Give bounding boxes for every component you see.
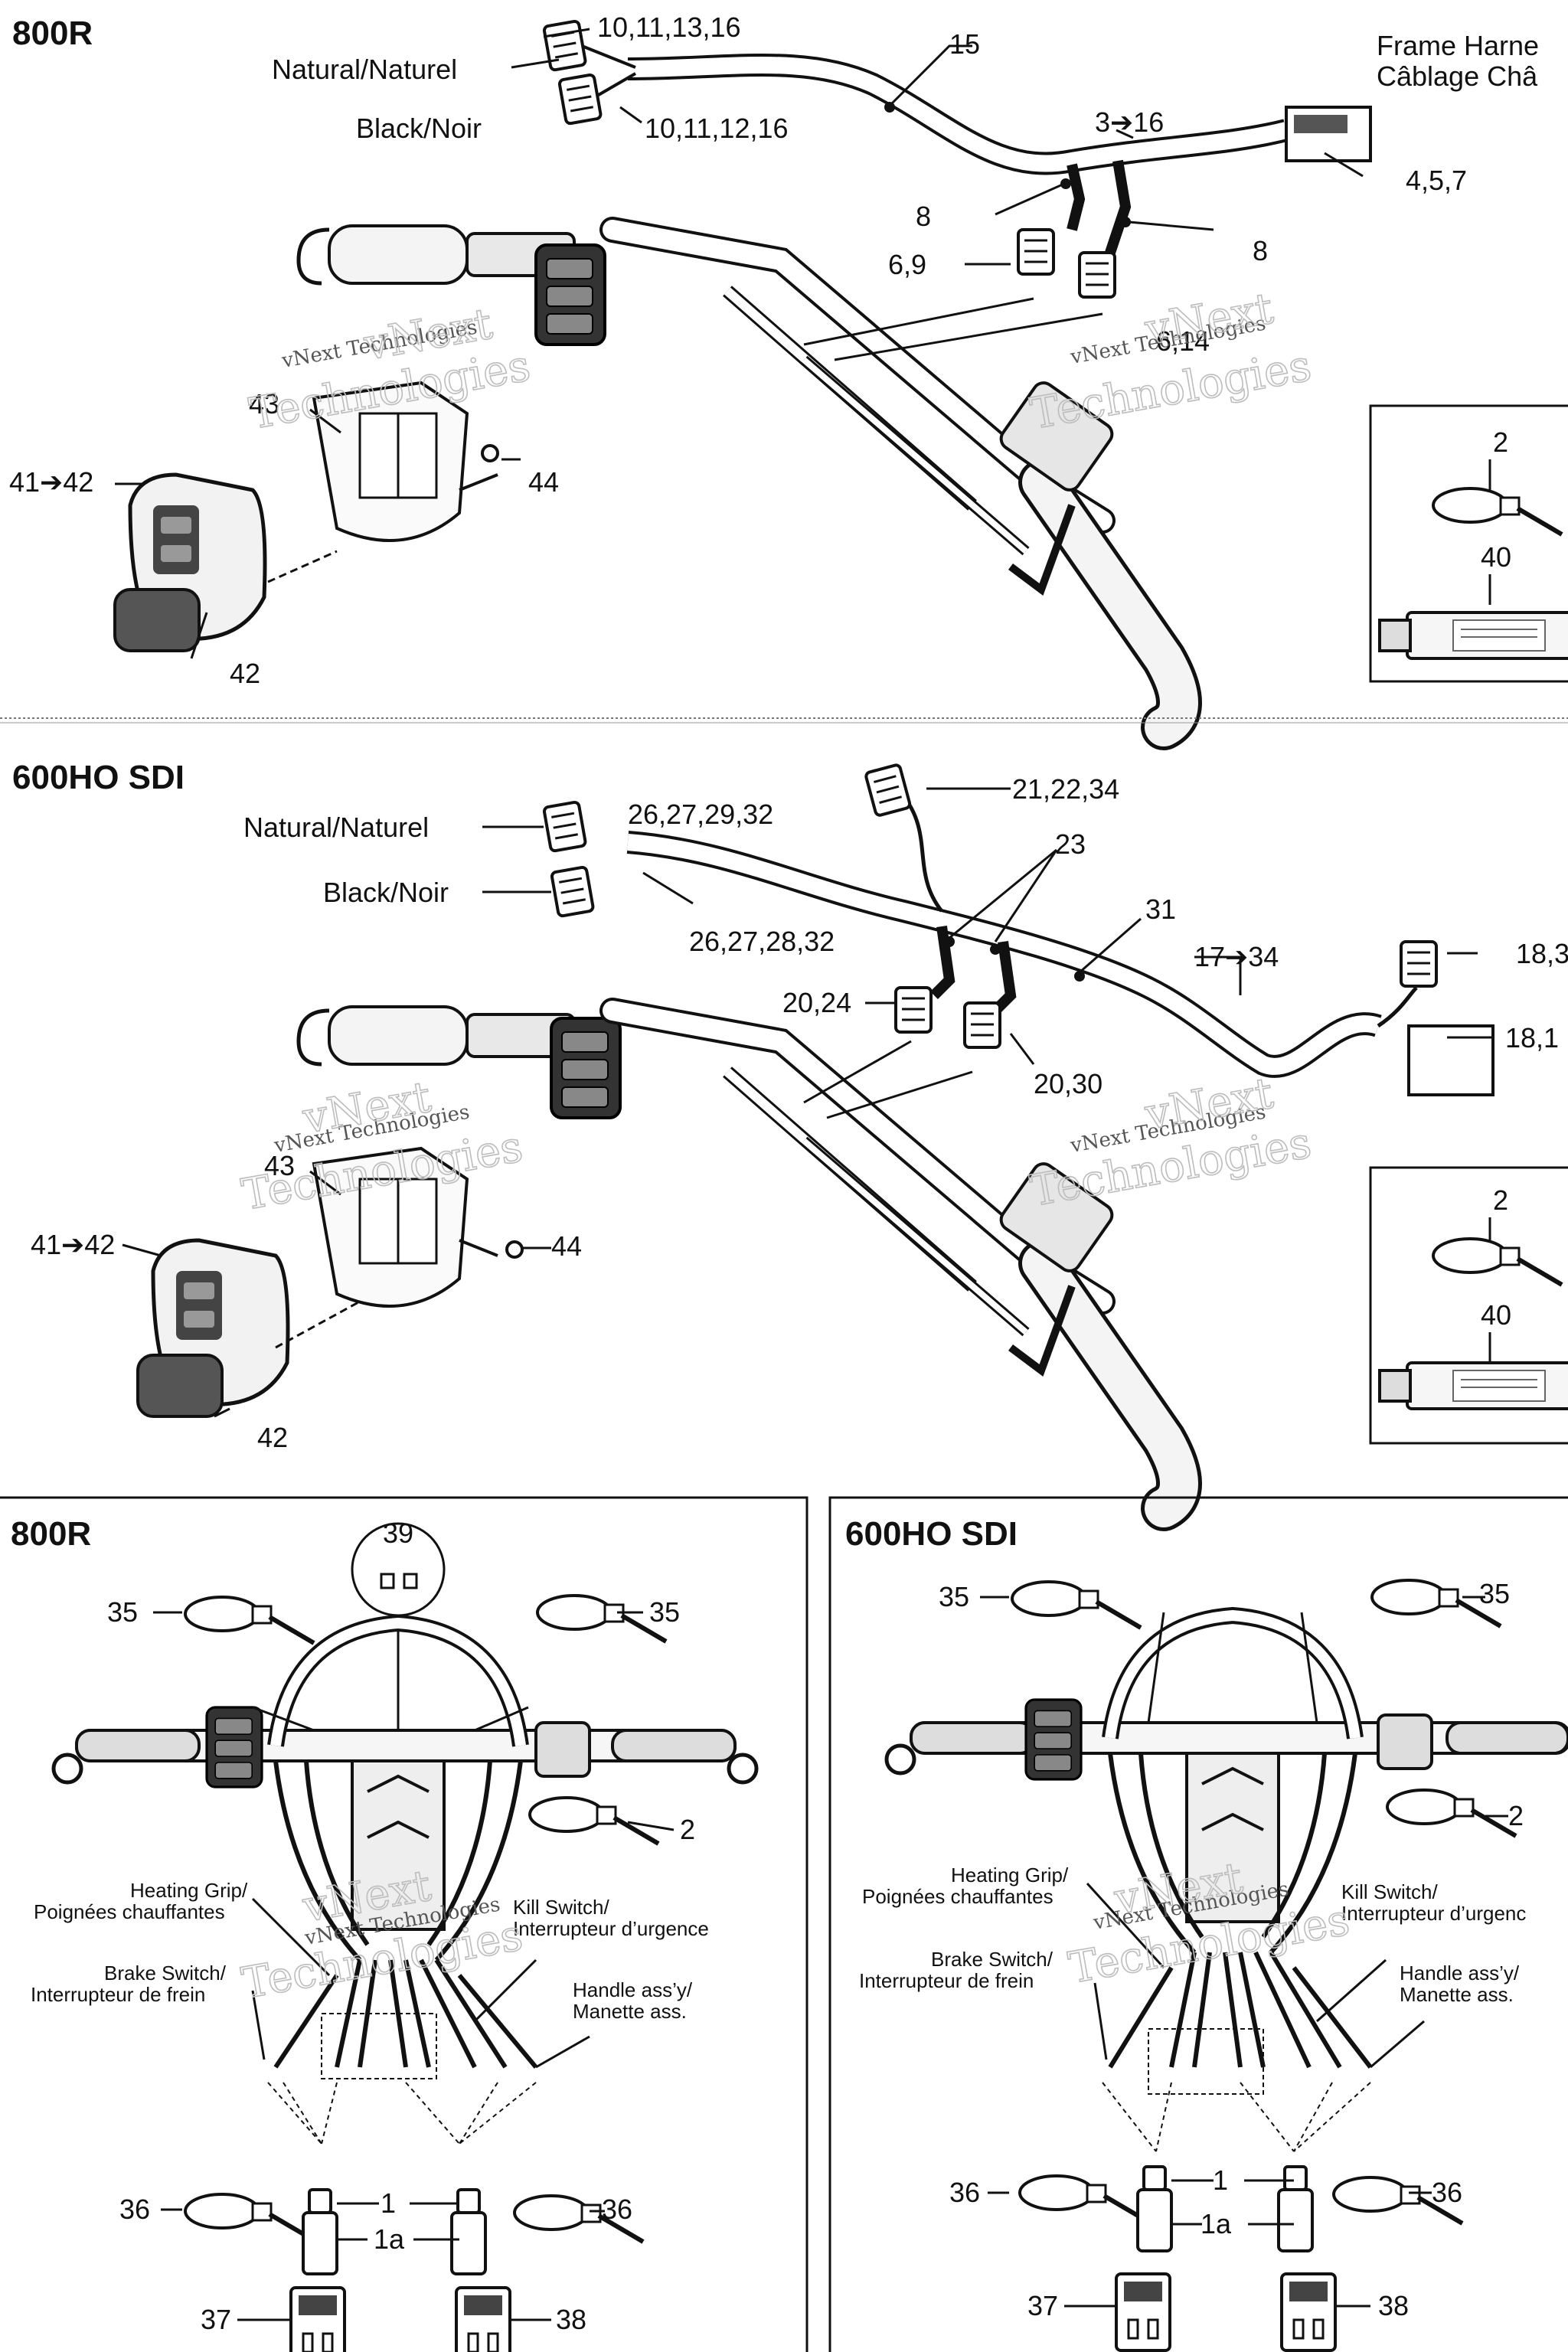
callout-26-27-28-32: 26,27,28,32 xyxy=(689,926,835,957)
section-600-bottom: 600HO SDI xyxy=(845,1515,1568,2352)
callout-1a: 1a xyxy=(374,2223,405,2255)
frame-harness-en: Frame Harne xyxy=(1377,30,1539,61)
callout-37: 37 xyxy=(1027,2290,1058,2321)
label-heating-en: Heating Grip/ xyxy=(130,1879,248,1902)
callout-43: 43 xyxy=(249,388,279,420)
callout-36b: 36 xyxy=(602,2194,632,2225)
label-brake-fr: Interrupteur de frein xyxy=(31,1983,205,2006)
label-handle-en: Handle ass’y/ xyxy=(573,1978,693,2001)
label-heating-fr: Poignées chauffantes xyxy=(862,1885,1054,1908)
callout-43: 43 xyxy=(264,1150,295,1181)
label-kill-en: Kill Switch/ xyxy=(513,1896,609,1919)
callout-10-11-12-16: 10,11,12,16 xyxy=(645,113,789,144)
callout-8b: 8 xyxy=(1253,235,1268,266)
callout-2: 2 xyxy=(1508,1800,1524,1831)
section-600-top: 600HO SDI xyxy=(12,759,1568,1508)
callout-41-42: 41➔42 xyxy=(31,1229,115,1260)
callout-44: 44 xyxy=(551,1230,582,1262)
callout-15: 15 xyxy=(949,28,980,60)
section-800r-top: 800R xyxy=(9,11,1568,727)
callout-2: 2 xyxy=(680,1814,695,1845)
callout-35a: 35 xyxy=(107,1596,138,1628)
callout-26-27-29-32: 26,27,29,32 xyxy=(628,799,773,830)
callout-18a: 18,3 xyxy=(1516,938,1568,969)
label-kill-en: Kill Switch/ xyxy=(1341,1880,1438,1903)
callout-42: 42 xyxy=(257,1422,288,1453)
callout-2: 2 xyxy=(1493,426,1508,458)
callout-38: 38 xyxy=(1378,2290,1409,2321)
label-kill-fr: Interrupteur d’urgenc xyxy=(1341,1902,1526,1925)
callout-1: 1 xyxy=(381,2187,396,2219)
callout-40: 40 xyxy=(1481,1299,1511,1331)
label-kill-fr: Interrupteur d’urgence xyxy=(513,1917,709,1940)
section-800r-bottom: 800R xyxy=(11,1515,759,2352)
callout-35b: 35 xyxy=(649,1596,680,1628)
label-heating-en: Heating Grip/ xyxy=(951,1864,1069,1886)
section-title: 600HO SDI xyxy=(845,1515,1018,1553)
label-brake-en: Brake Switch/ xyxy=(931,1948,1054,1971)
callout-44: 44 xyxy=(528,466,559,498)
callout-6-14: 6,14 xyxy=(1156,325,1210,357)
callout-20-30: 20,30 xyxy=(1034,1068,1102,1099)
callout-35b: 35 xyxy=(1479,1578,1510,1609)
section-title: 800R xyxy=(11,1515,91,1553)
label-handle-fr: Manette ass. xyxy=(573,2000,687,2023)
callout-1: 1 xyxy=(1213,2164,1228,2196)
callout-41-42: 41➔42 xyxy=(9,466,93,498)
watermark-line1-2: vNext xyxy=(1141,284,1277,355)
label-black: Black/Noir xyxy=(323,877,449,908)
callout-3-16: 3➔16 xyxy=(1095,106,1164,138)
callout-36a: 36 xyxy=(119,2194,150,2225)
label-heating-fr: Poignées chauffantes xyxy=(34,1900,225,1923)
label-brake-fr: Interrupteur de frein xyxy=(859,1969,1034,1992)
callout-40: 40 xyxy=(1481,541,1511,573)
callout-23: 23 xyxy=(1055,828,1086,860)
callout-37: 37 xyxy=(201,2304,231,2335)
callout-4-5-7: 4,5,7 xyxy=(1406,165,1467,196)
callout-8a: 8 xyxy=(916,201,931,232)
callout-42: 42 xyxy=(230,658,260,689)
label-handle-en: Handle ass’y/ xyxy=(1400,1962,1520,1984)
label-brake-en: Brake Switch/ xyxy=(104,1962,227,1984)
callout-1a: 1a xyxy=(1200,2208,1232,2239)
callout-35a: 35 xyxy=(939,1581,969,1612)
callout-17-34: 17➔34 xyxy=(1194,941,1279,972)
label-black: Black/Noir xyxy=(356,113,482,144)
callout-21-22-34: 21,22,34 xyxy=(1012,773,1119,805)
callout-31: 31 xyxy=(1145,893,1176,925)
panel-frame-right xyxy=(828,1496,1568,2352)
callout-38: 38 xyxy=(556,2304,586,2335)
callout-39: 39 xyxy=(383,1517,413,1549)
callout-18b: 18,1 xyxy=(1505,1022,1559,1054)
panel-frame-left xyxy=(0,1496,808,2352)
callout-36b: 36 xyxy=(1432,2177,1462,2208)
callout-10-11-13-16: 10,11,13,16 xyxy=(597,11,741,43)
callout-20-24: 20,24 xyxy=(782,987,851,1018)
section-title: 800R xyxy=(12,15,93,52)
label-natural: Natural/Naturel xyxy=(272,54,457,85)
section-title: 600HO SDI xyxy=(12,759,185,796)
callout-6-9: 6,9 xyxy=(888,249,926,280)
callout-36a: 36 xyxy=(949,2177,980,2208)
frame-harness-fr: Câblage Châ xyxy=(1377,60,1538,92)
label-handle-fr: Manette ass. xyxy=(1400,1983,1514,2006)
callout-2: 2 xyxy=(1493,1184,1508,1216)
label-natural: Natural/Naturel xyxy=(243,812,429,843)
